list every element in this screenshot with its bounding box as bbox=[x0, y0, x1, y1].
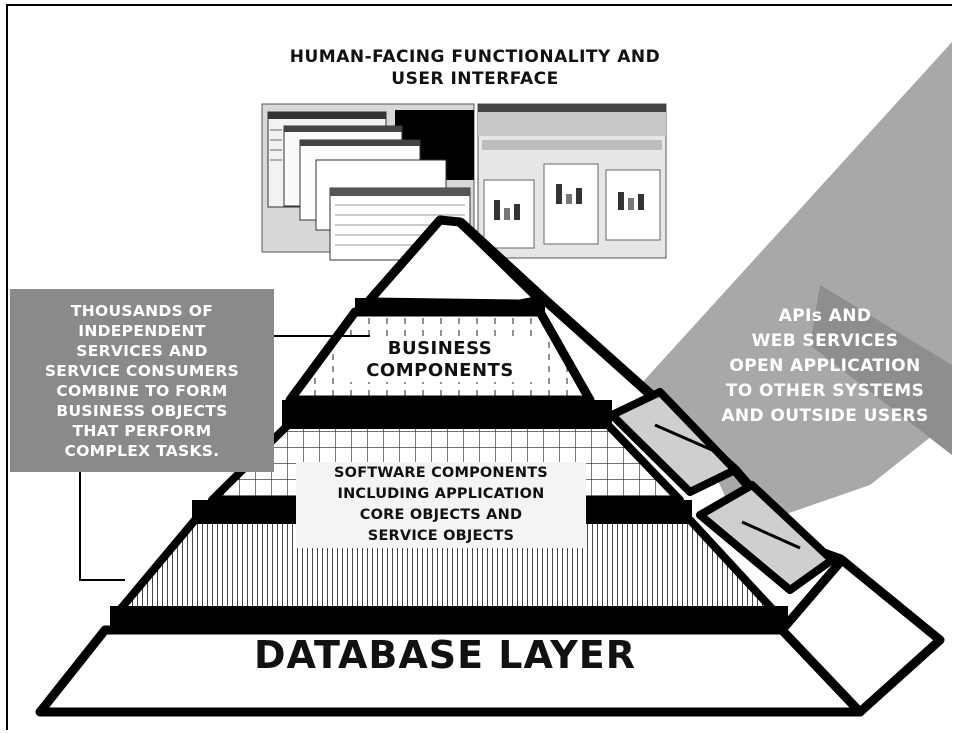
side-note-line: COMPLEX TASKS. bbox=[64, 442, 220, 460]
application-windows-screenshot bbox=[261, 103, 475, 261]
software-line: CORE OBJECTS AND bbox=[359, 507, 523, 523]
apis-line: APIs AND bbox=[778, 306, 872, 326]
software-line: INCLUDING APPLICATION bbox=[337, 486, 545, 502]
business-label-line1: BUSINESS bbox=[387, 338, 493, 359]
apis-line: AND OUTSIDE USERS bbox=[721, 406, 929, 426]
business-label-line2: COMPONENTS bbox=[366, 360, 514, 381]
side-note-line: THOUSANDS OF bbox=[70, 302, 214, 320]
software-line: SERVICE OBJECTS bbox=[367, 528, 515, 544]
database-side-face bbox=[777, 555, 945, 717]
web-dashboard-screenshot bbox=[477, 103, 667, 259]
band-separator bbox=[282, 400, 612, 426]
top-label-line1: HUMAN-FACING FUNCTIONALITY AND bbox=[289, 47, 661, 67]
apis-line: OPEN APPLICATION bbox=[729, 356, 921, 376]
side-note-text: THOUSANDS OF INDEPENDENT SERVICES AND SE… bbox=[10, 301, 274, 461]
top-label: HUMAN-FACING FUNCTIONALITY AND USER INTE… bbox=[220, 46, 730, 90]
software-components-box: SOFTWARE COMPONENTS INCLUDING APPLICATIO… bbox=[296, 462, 586, 548]
side-note-line: SERVICE CONSUMERS bbox=[44, 362, 240, 380]
api-panel-upper bbox=[608, 388, 739, 496]
apis-line: WEB SERVICES bbox=[751, 331, 899, 351]
top-label-line2: USER INTERFACE bbox=[391, 69, 559, 89]
side-note-line: THAT PERFORM bbox=[72, 422, 212, 440]
api-arrow bbox=[640, 42, 952, 530]
database-layer-label: DATABASE LAYER bbox=[253, 633, 637, 677]
side-note-line: COMBINE TO FORM bbox=[56, 382, 228, 400]
side-note-line: SERVICES AND bbox=[76, 342, 208, 360]
business-components-label: BUSINESS COMPONENTS bbox=[345, 338, 535, 382]
side-note-box: THOUSANDS OF INDEPENDENT SERVICES AND SE… bbox=[10, 289, 274, 472]
figure-frame bbox=[6, 4, 952, 730]
side-note-line: BUSINESS OBJECTS bbox=[56, 402, 228, 420]
api-panel-lower bbox=[696, 481, 836, 594]
band-separator bbox=[110, 606, 788, 628]
apis-line: TO OTHER SYSTEMS bbox=[725, 381, 925, 401]
pyramid-apex bbox=[363, 215, 545, 309]
software-line: SOFTWARE COMPONENTS bbox=[334, 465, 548, 481]
software-components-label: SOFTWARE COMPONENTS INCLUDING APPLICATIO… bbox=[296, 463, 586, 547]
side-note-line: INDEPENDENT bbox=[78, 322, 206, 340]
apis-label: APIs AND WEB SERVICES OPEN APPLICATION T… bbox=[700, 304, 950, 429]
